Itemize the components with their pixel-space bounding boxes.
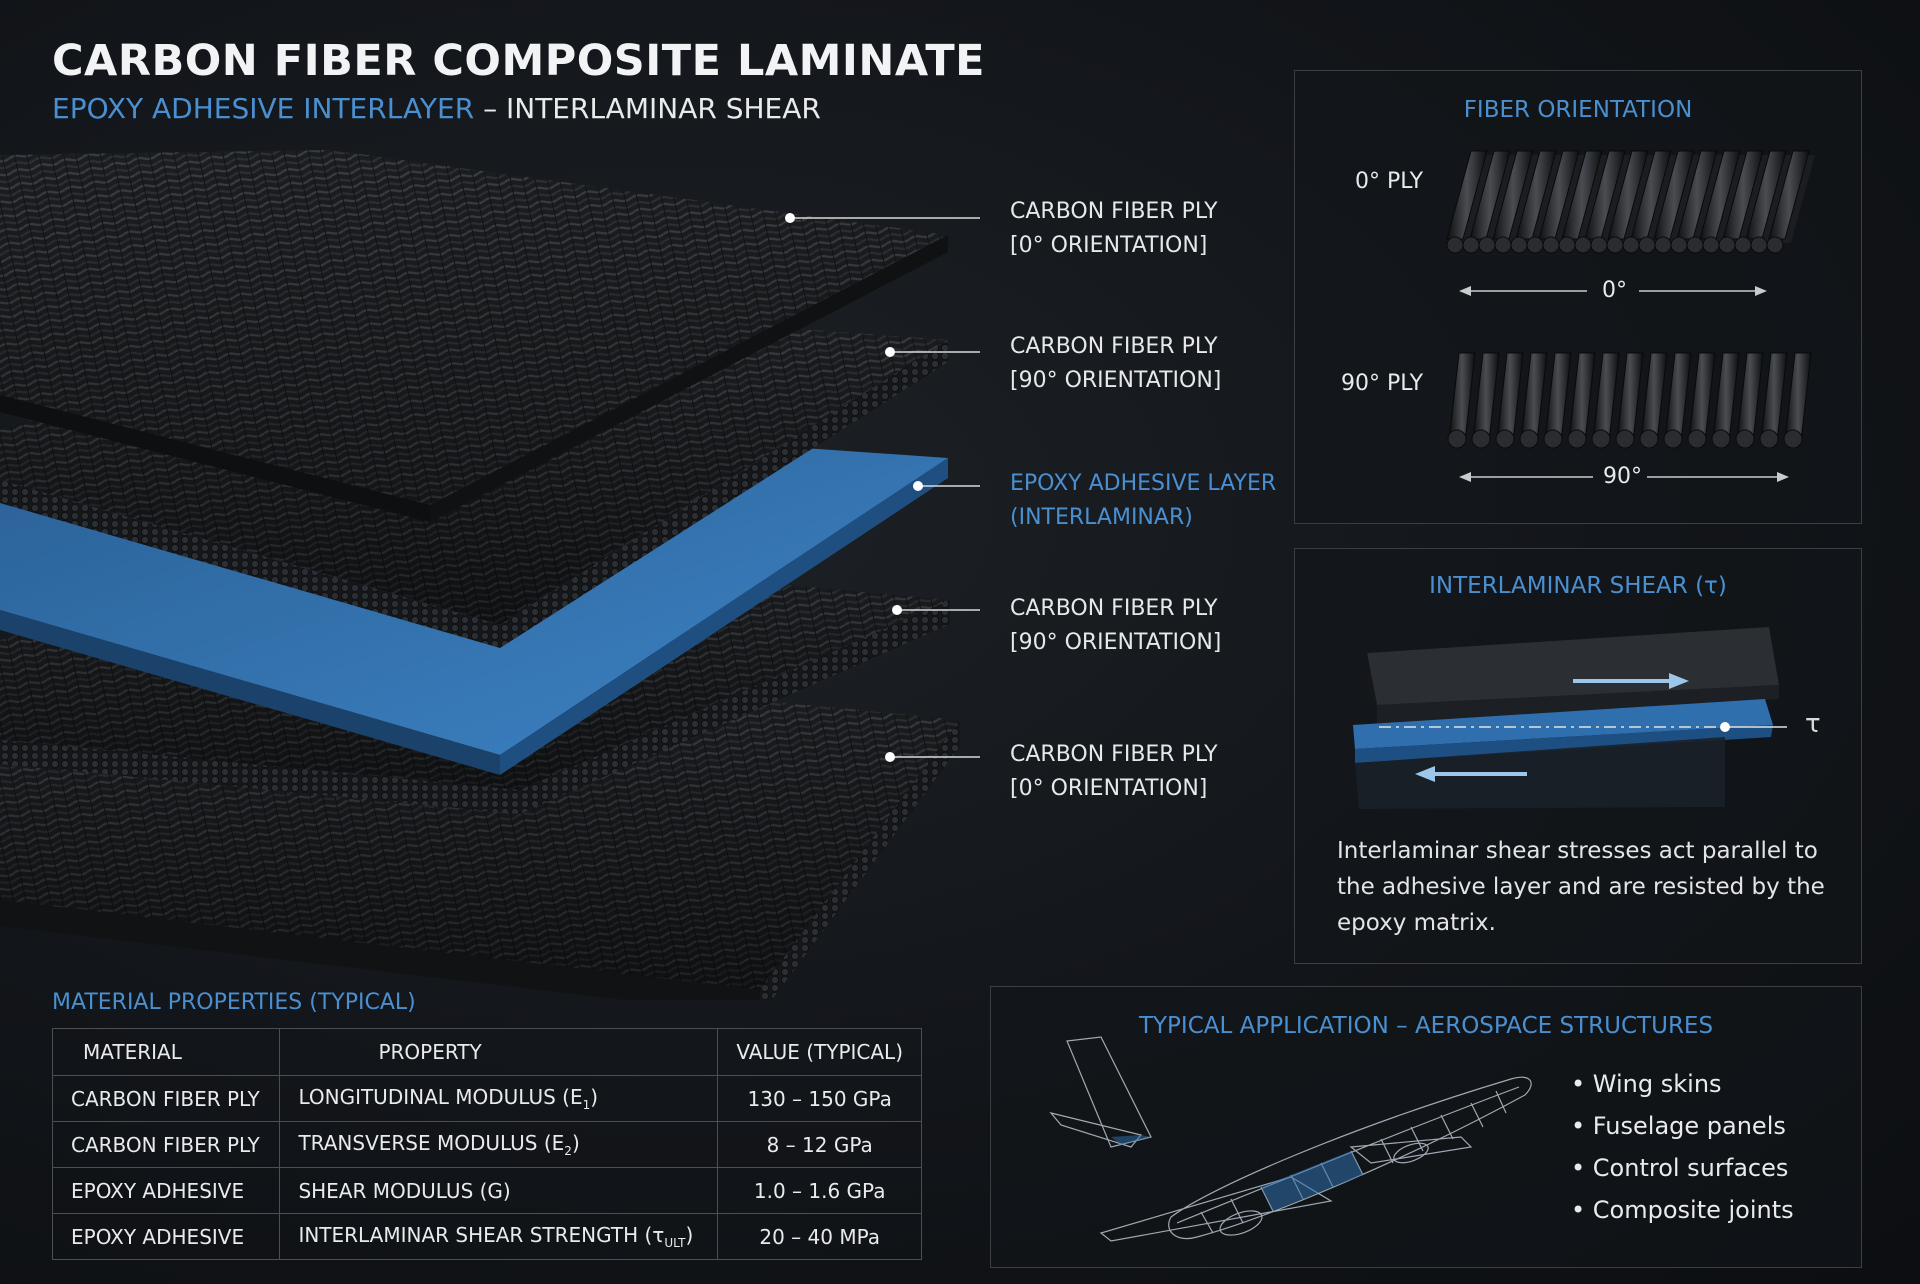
callout-ply-1-name: CARBON FIBER PLY	[1010, 199, 1218, 224]
axis-label-90deg: 90°	[1603, 464, 1642, 489]
shear-bottom-block	[1355, 737, 1725, 809]
application-list: Wing skins Fuselage panels Control surfa…	[1571, 1063, 1794, 1231]
shear-description: Interlaminar shear stresses act parallel…	[1337, 838, 1825, 936]
callout-ply-3: CARBON FIBER PLY [90° ORIENTATION]	[1010, 592, 1221, 660]
aircraft-wing-right	[1349, 1136, 1473, 1164]
list-item: Control surfaces	[1571, 1147, 1794, 1189]
callout-ply-1-orientation: [0° ORIENTATION]	[1010, 233, 1208, 258]
cell-material: EPOXY ADHESIVE	[51, 1213, 281, 1260]
list-item: Fuselage panels	[1571, 1105, 1794, 1147]
fiber-bundle-90deg	[1447, 352, 1812, 449]
axis-label-0deg: 0°	[1602, 278, 1627, 303]
list-item: Wing skins	[1571, 1063, 1794, 1105]
cell-value: 20 – 40 MPa	[717, 1213, 922, 1260]
cell-material: CARBON FIBER PLY	[51, 1121, 281, 1168]
list-item: Composite joints	[1571, 1189, 1794, 1231]
table-row: CARBON FIBER PLY TRANSVERSE MODULUS (E2)…	[51, 1121, 922, 1168]
table-row: EPOXY ADHESIVE SHEAR MODULUS (G) 1.0 – 1…	[51, 1167, 922, 1214]
shear-arrow-left	[1415, 766, 1527, 782]
fiber-orientation-title: FIBER ORIENTATION	[1463, 97, 1693, 123]
cell-property: INTERLAMINAR SHEAR STRENGTH (τULT)	[279, 1213, 719, 1260]
callout-ply-4-name: CARBON FIBER PLY	[1010, 742, 1218, 767]
header-material: MATERIAL	[51, 1028, 281, 1076]
callout-ply-2-name: CARBON FIBER PLY	[1010, 334, 1218, 359]
cell-property: TRANSVERSE MODULUS (E2)	[279, 1121, 719, 1168]
subtitle-accent: EPOXY ADHESIVE INTERLAYER	[52, 92, 475, 125]
subtitle-rest: – INTERLAMINAR SHEAR	[474, 92, 821, 125]
callout-ply-4: CARBON FIBER PLY [0° ORIENTATION]	[1010, 738, 1218, 806]
axis-arrow-90deg	[1459, 472, 1789, 482]
page-title: CARBON FIBER COMPOSITE LAMINATE	[52, 36, 986, 86]
interlaminar-shear-panel: INTERLAMINAR SHEAR (τ) τ Interlaminar sh…	[1294, 548, 1862, 964]
table-row: CARBON FIBER PLY LONGITUDINAL MODULUS (E…	[51, 1075, 922, 1122]
cell-value: 8 – 12 GPa	[717, 1121, 922, 1168]
callout-epoxy-layer: EPOXY ADHESIVE LAYER (INTERLAMINAR)	[1010, 467, 1276, 535]
fiber-orientation-panel: FIBER ORIENTATION 0° PLY 90° PLY	[1294, 70, 1862, 524]
header-value: VALUE (TYPICAL)	[717, 1028, 922, 1076]
cell-property: SHEAR MODULUS (G)	[279, 1167, 719, 1214]
material-properties-title: MATERIAL PROPERTIES (TYPICAL)	[52, 990, 416, 1015]
fiber-bundle-0deg	[1446, 150, 1815, 254]
ply-top-0deg	[0, 150, 948, 522]
interlaminar-shear-title: INTERLAMINAR SHEAR (τ)	[1429, 573, 1727, 599]
table-header-row: MATERIAL PROPERTY VALUE (TYPICAL)	[51, 1028, 922, 1076]
callout-ply-1: CARBON FIBER PLY [0° ORIENTATION]	[1010, 195, 1218, 263]
laminate-stack-illustration	[0, 150, 980, 1000]
cell-material: CARBON FIBER PLY	[51, 1075, 281, 1122]
shear-illustration	[1353, 627, 1787, 809]
cell-material: EPOXY ADHESIVE	[51, 1167, 281, 1214]
fiber-orientation-illustration	[1446, 150, 1815, 482]
callout-ply-4-orientation: [0° ORIENTATION]	[1010, 776, 1208, 801]
typical-application-title: TYPICAL APPLICATION – AEROSPACE STRUCTUR…	[1138, 1013, 1714, 1039]
material-properties-table: MATERIAL PROPERTY VALUE (TYPICAL) CARBON…	[51, 1028, 922, 1260]
callout-ply-3-orientation: [90° ORIENTATION]	[1010, 630, 1222, 655]
callout-ply-2: CARBON FIBER PLY [90° ORIENTATION]	[1010, 330, 1221, 398]
callout-ply-3-name: CARBON FIBER PLY	[1010, 596, 1218, 621]
shear-arrow-right	[1573, 673, 1689, 689]
callout-epoxy-sub: (INTERLAMINAR)	[1010, 505, 1193, 530]
callout-epoxy-name: EPOXY ADHESIVE LAYER	[1010, 471, 1277, 496]
page-subtitle: EPOXY ADHESIVE INTERLAYER – INTERLAMINAR…	[52, 92, 821, 125]
shear-epoxy-layer	[1353, 699, 1773, 749]
axis-arrow-0deg	[1459, 286, 1767, 296]
table-row: EPOXY ADHESIVE INTERLAMINAR SHEAR STRENG…	[51, 1213, 922, 1260]
callout-ply-2-orientation: [90° ORIENTATION]	[1010, 368, 1222, 393]
cell-property: LONGITUDINAL MODULUS (E1)	[279, 1075, 719, 1122]
typical-application-panel: TYPICAL APPLICATION – AEROSPACE STRUCTUR…	[990, 986, 1862, 1268]
shear-symbol: τ	[1805, 709, 1821, 739]
header-property: PROPERTY	[279, 1028, 719, 1076]
aircraft-composite-highlight	[1261, 1151, 1363, 1211]
aircraft-fuselage	[1168, 1076, 1532, 1240]
ply0-label: 0° PLY	[1355, 169, 1424, 194]
aircraft-wireframe-icon	[1049, 1036, 1532, 1242]
ply90-label: 90° PLY	[1341, 371, 1424, 396]
cell-value: 1.0 – 1.6 GPa	[717, 1167, 922, 1214]
cell-value: 130 – 150 GPa	[717, 1075, 922, 1122]
